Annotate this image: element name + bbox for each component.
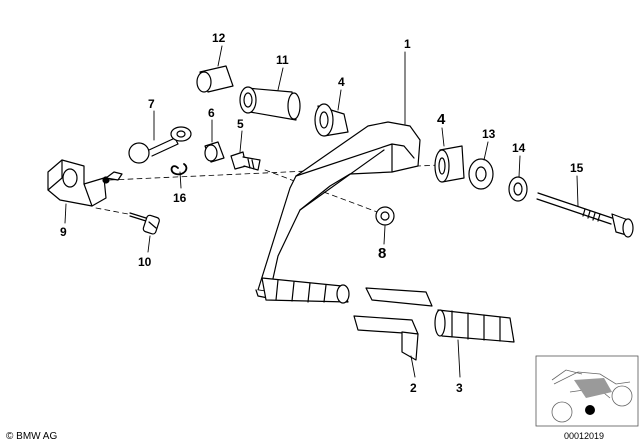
callout-11: 11 — [276, 53, 289, 67]
part-2-cover — [353, 287, 433, 361]
callout-14: 14 — [512, 141, 526, 155]
part-7-ball-joint — [128, 126, 192, 164]
part-3-footpeg-rubber — [434, 309, 515, 343]
callout-4-right: 4 — [437, 111, 446, 128]
part-8-nut — [375, 206, 395, 226]
motorcycle-thumbnail — [535, 355, 639, 427]
document-number: 00012019 — [564, 431, 605, 441]
callout-13: 13 — [482, 127, 496, 141]
leader-lines — [64, 45, 579, 378]
callout-7: 7 — [148, 97, 155, 111]
part-13-washer — [468, 158, 494, 190]
part-16-clip — [170, 163, 188, 176]
part-6-bushing — [204, 141, 225, 163]
part-14-washer — [508, 176, 528, 202]
part-9-clamp — [47, 159, 123, 207]
part-5-stud — [230, 151, 261, 171]
part-11-sleeve — [239, 86, 301, 121]
part-12-sleeve — [196, 65, 234, 93]
callout-10: 10 — [138, 255, 152, 269]
part-1-shift-lever — [255, 121, 421, 299]
callout-labels: 1 2 3 4 4 5 6 7 8 9 10 11 12 13 14 15 16 — [60, 31, 584, 395]
callout-6: 6 — [208, 106, 215, 120]
callout-1: 1 — [404, 37, 411, 51]
part-10-bolt — [129, 212, 160, 235]
callout-4-upper: 4 — [338, 75, 345, 89]
callout-2: 2 — [410, 381, 417, 395]
callout-15: 15 — [570, 161, 584, 175]
part-4-bushing-upper — [314, 103, 349, 137]
callout-12: 12 — [212, 31, 226, 45]
copyright-text: © BMW AG — [6, 431, 58, 442]
part-15-bolt — [536, 192, 634, 238]
callout-8: 8 — [378, 245, 386, 262]
part-4-bushing-right — [434, 145, 465, 183]
callout-5: 5 — [237, 117, 244, 131]
callout-3: 3 — [456, 381, 463, 395]
callout-9: 9 — [60, 225, 67, 239]
callout-16: 16 — [173, 191, 187, 205]
lever-footpeg — [261, 277, 350, 304]
